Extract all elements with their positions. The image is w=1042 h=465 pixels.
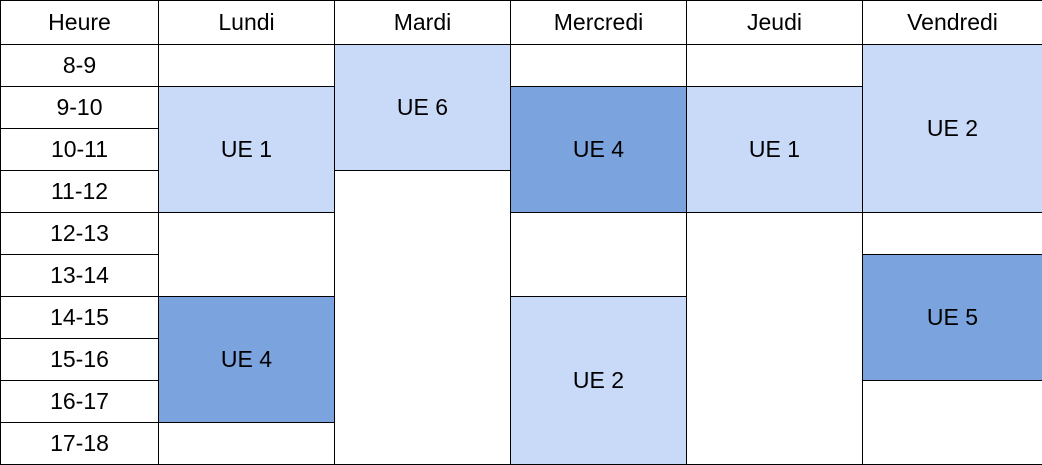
course-block-thursday-ue1: UE 1 xyxy=(687,87,863,213)
header-thursday: Jeudi xyxy=(687,1,863,45)
hour-cell: 12-13 xyxy=(1,213,159,255)
header-friday: Vendredi xyxy=(863,1,1042,45)
course-block-wednesday-ue2: UE 2 xyxy=(511,297,687,465)
hour-cell: 11-12 xyxy=(1,171,159,213)
hour-cell: 15-16 xyxy=(1,339,159,381)
course-block-friday-ue2: UE 2 xyxy=(863,45,1042,213)
course-block-monday-ue4: UE 4 xyxy=(159,297,335,423)
empty-cell xyxy=(687,213,863,465)
hour-cell: 10-11 xyxy=(1,129,159,171)
course-block-tuesday-ue6: UE 6 xyxy=(335,45,511,171)
hour-cell: 16-17 xyxy=(1,381,159,423)
empty-cell xyxy=(511,45,687,87)
empty-cell xyxy=(159,213,335,297)
empty-cell xyxy=(159,423,335,465)
header-monday: Lundi xyxy=(159,1,335,45)
hour-cell: 17-18 xyxy=(1,423,159,465)
course-block-wednesday-ue4: UE 4 xyxy=(511,87,687,213)
hour-cell: 13-14 xyxy=(1,255,159,297)
hour-cell: 8-9 xyxy=(1,45,159,87)
header-row: Heure Lundi Mardi Mercredi Jeudi Vendred… xyxy=(1,1,1042,45)
empty-cell xyxy=(335,171,511,465)
empty-cell xyxy=(511,213,687,297)
table-row: 8-9 UE 6 UE 2 xyxy=(1,45,1042,87)
header-hour: Heure xyxy=(1,1,159,45)
table-row: 12-13 xyxy=(1,213,1042,255)
course-block-monday-ue1: UE 1 xyxy=(159,87,335,213)
empty-cell xyxy=(159,45,335,87)
empty-cell xyxy=(863,213,1042,255)
empty-cell xyxy=(687,45,863,87)
hour-cell: 9-10 xyxy=(1,87,159,129)
header-wednesday: Mercredi xyxy=(511,1,687,45)
course-block-friday-ue5: UE 5 xyxy=(863,255,1042,381)
empty-cell xyxy=(863,381,1042,465)
header-tuesday: Mardi xyxy=(335,1,511,45)
hour-cell: 14-15 xyxy=(1,297,159,339)
